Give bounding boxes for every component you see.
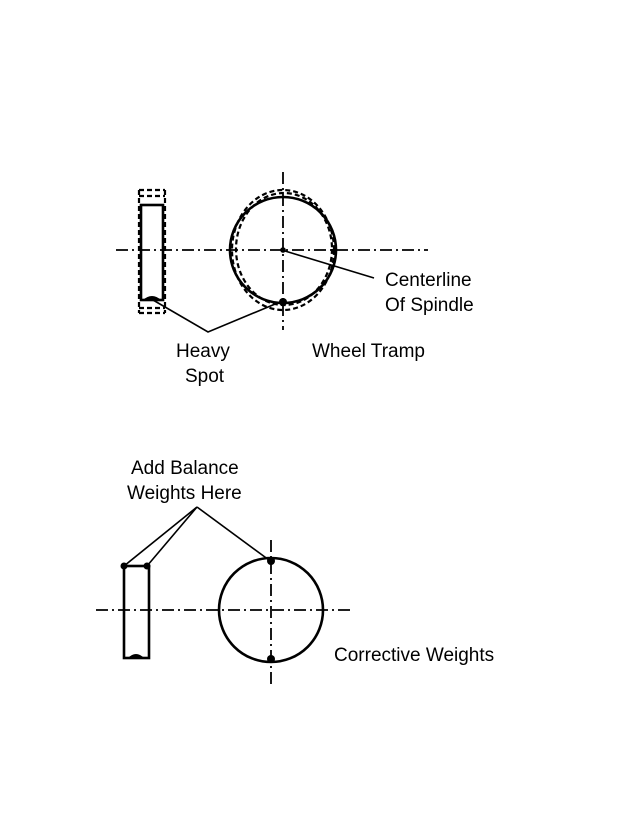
wheel-tramp-figure: Centerline Of Spindle Heavy Spot Wheel T… bbox=[116, 172, 474, 387]
balance-weights-leader bbox=[123, 506, 270, 567]
add-balance-label-line1: Add Balance bbox=[131, 458, 239, 479]
bottom-tire-side-view bbox=[122, 564, 151, 660]
add-balance-label-line2: Weights Here bbox=[127, 483, 242, 504]
wheel-balance-weight-top bbox=[267, 557, 275, 565]
wheel-tramp-label: Wheel Tramp bbox=[312, 341, 425, 362]
corrective-weights-figure: Add Balance Weights Here Corrective Weig… bbox=[96, 458, 494, 684]
top-side-heavy-spot bbox=[143, 296, 161, 300]
heavy-spot-label-line1: Heavy bbox=[176, 341, 230, 362]
centerline-label-line1: Centerline bbox=[385, 270, 472, 291]
heavy-spot-leader bbox=[152, 299, 281, 333]
top-wheel-heavy-spot bbox=[279, 298, 287, 306]
top-tire-ghost-outline bbox=[137, 188, 167, 315]
top-tire-side-view bbox=[139, 203, 165, 302]
bottom-side-heavy-spot bbox=[128, 654, 144, 658]
heavy-spot-label-line2: Spot bbox=[185, 366, 225, 387]
corrective-weights-label: Corrective Weights bbox=[334, 645, 494, 666]
top-wheel-center-dot bbox=[280, 247, 286, 253]
wheel-heavy-spot-bottom bbox=[267, 655, 275, 663]
centerline-label-line2: Of Spindle bbox=[385, 295, 474, 316]
top-wheel-ghost-outline bbox=[230, 188, 336, 312]
centerline-leader bbox=[284, 250, 375, 279]
